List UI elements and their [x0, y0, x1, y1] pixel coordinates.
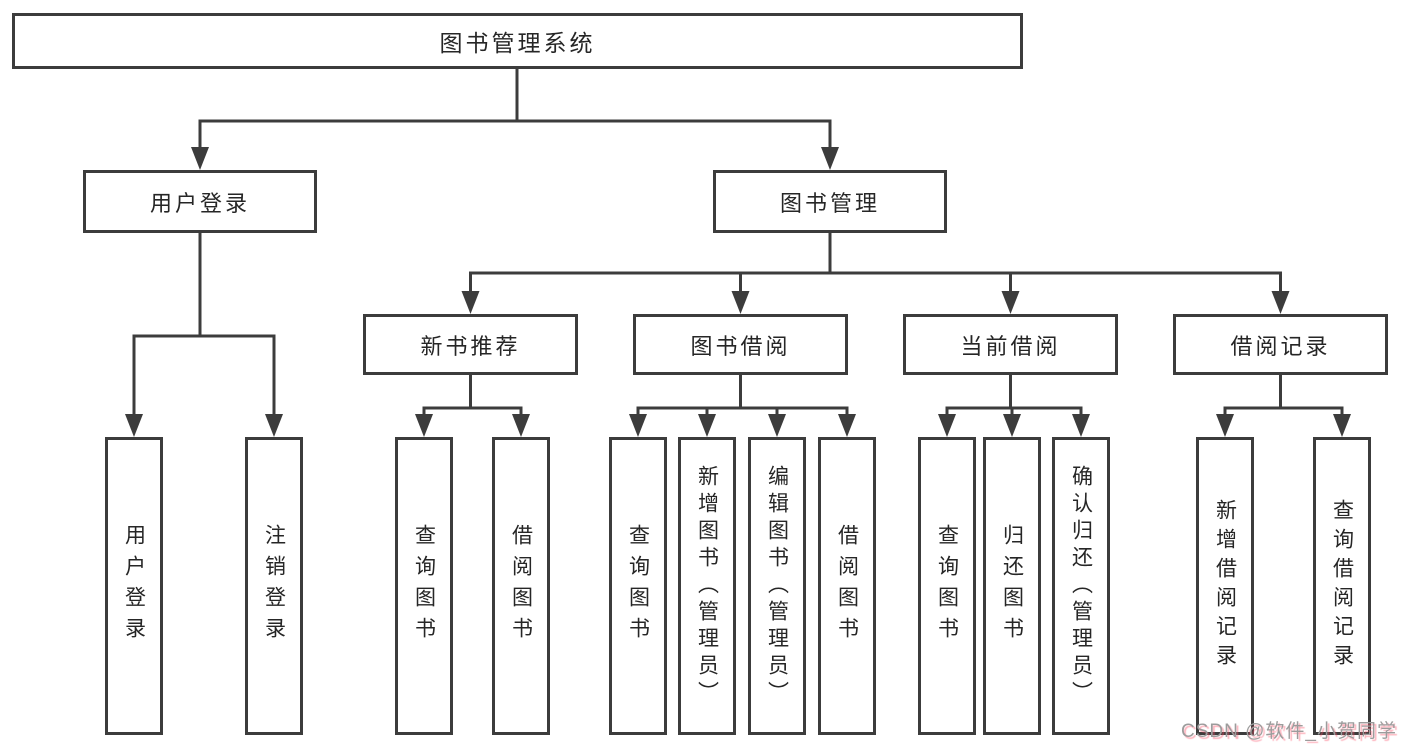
node-current-borrow: 当前借阅 — [903, 314, 1118, 375]
leaf-borrow-books-recommend: 借阅图书 — [492, 437, 550, 735]
leaf-return-book: 归还图书 — [983, 437, 1041, 735]
leaf-borrow-book: 借阅图书 — [818, 437, 876, 735]
leaf-add-book-admin: 新增图书（管理员） — [678, 437, 736, 735]
leaf-query-books-recommend: 查询图书 — [395, 437, 453, 735]
leaf-logout: 注销登录 — [245, 437, 303, 735]
leaf-add-borrow-record: 新增借阅记录 — [1196, 437, 1254, 735]
node-user-login: 用户登录 — [83, 170, 317, 233]
node-new-book-recommend: 新书推荐 — [363, 314, 578, 375]
leaf-query-borrow-record: 查询借阅记录 — [1313, 437, 1371, 735]
root-node-system-title: 图书管理系统 — [12, 13, 1023, 69]
leaf-edit-book-admin: 编辑图书（管理员） — [748, 437, 806, 735]
csdn-watermark: CSDN @软件_小贺同学 — [1181, 721, 1397, 742]
node-book-management: 图书管理 — [713, 170, 947, 233]
node-book-borrow: 图书借阅 — [633, 314, 848, 375]
edge-arrowheads — [125, 147, 1351, 437]
leaf-user-login: 用户登录 — [105, 437, 163, 735]
leaf-query-books-current: 查询图书 — [918, 437, 976, 735]
leaf-confirm-return-admin: 确认归还（管理员） — [1052, 437, 1110, 735]
node-borrow-records: 借阅记录 — [1173, 314, 1388, 375]
leaf-query-books-borrow: 查询图书 — [609, 437, 667, 735]
